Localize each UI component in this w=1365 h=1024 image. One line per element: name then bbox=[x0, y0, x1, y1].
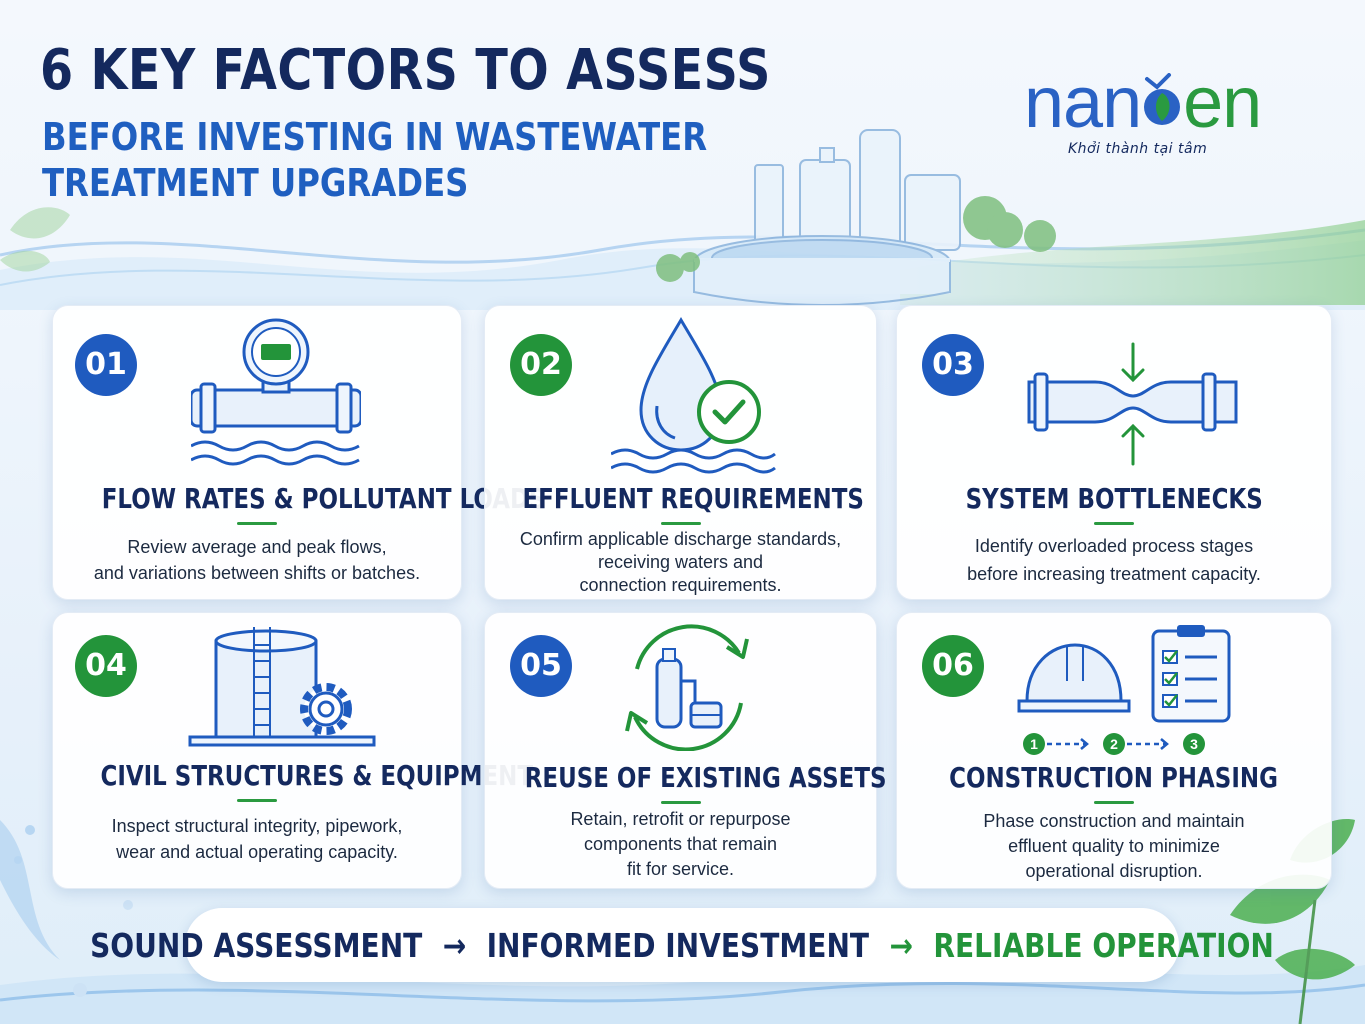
tank-gear-icon bbox=[188, 627, 376, 747]
title-underline bbox=[660, 522, 701, 525]
factor-description: Review average and peak flows,and variat… bbox=[93, 537, 421, 583]
subtitle-line-2: TREATMENT UPGRADES bbox=[42, 161, 469, 205]
logo-tagline: Khởi thành tại tâm bbox=[1068, 141, 1208, 157]
factor-card-civil-structures: 04 CIVIL STRUCTURES & EQUIPMENT Inspect … bbox=[52, 612, 534, 889]
phase-step-3: 3 bbox=[1183, 733, 1205, 755]
phase-step-arrows bbox=[1047, 738, 1169, 750]
title-underline bbox=[237, 522, 277, 525]
factor-number: 04 bbox=[75, 635, 137, 697]
factor-card-bottlenecks: 03 SYSTEM BOTTLENECKS Identify overloade… bbox=[896, 305, 1332, 600]
factor-title: CONSTRUCTION PHASING bbox=[949, 761, 1279, 794]
title-underline bbox=[1094, 522, 1134, 525]
page-title: 6 KEY FACTORS TO ASSESS bbox=[40, 38, 771, 103]
subtitle-line-1: BEFORE INVESTING IN WASTEWATER bbox=[42, 115, 708, 159]
page-subtitle: BEFORE INVESTING IN WASTEWATER TREATMENT… bbox=[42, 114, 707, 206]
phase-step-2: 2 bbox=[1103, 733, 1125, 755]
factor-title: FLOW RATES & POLLUTANT LOADS bbox=[101, 482, 546, 515]
factor-number: 02 bbox=[510, 334, 572, 396]
factor-title: SYSTEM BOTTLENECKS bbox=[965, 482, 1263, 515]
arrow-right-icon: → bbox=[442, 925, 467, 965]
banner-step-operation: RELIABLE OPERATION bbox=[933, 925, 1274, 965]
factor-description: Inspect structural integrity, pipework,w… bbox=[111, 816, 403, 862]
factor-number: 06 bbox=[922, 635, 984, 697]
title-underline bbox=[660, 801, 701, 804]
banner-step-investment: INFORMED INVESTMENT bbox=[486, 925, 870, 965]
title-underline bbox=[237, 799, 277, 802]
logo-wordmark: nan en bbox=[1024, 63, 1262, 143]
phase-step-1: 1 bbox=[1023, 733, 1045, 755]
factor-number: 03 bbox=[922, 334, 984, 396]
hardhat-checklist-icon bbox=[1017, 625, 1231, 723]
logo-word-part2: en bbox=[1183, 63, 1262, 143]
factor-number: 05 bbox=[510, 635, 572, 697]
factor-card-flow-rates: 01 FLOW RATES & POLLUTANT LOADS Review a… bbox=[52, 305, 546, 600]
trees-decoration bbox=[656, 196, 1056, 282]
factor-number: 01 bbox=[75, 334, 137, 396]
factor-card-construction-phasing: 06 1 2 3 CONSTRUCTION PHASING Phase cons… bbox=[896, 612, 1332, 889]
factor-card-reuse-assets: 05 REUSE OF EXISTING ASSETS Retain, retr… bbox=[484, 612, 887, 889]
pipe-constriction-icon bbox=[1027, 342, 1238, 466]
company-logo: nan en Khởi thành tại tâm bbox=[1024, 55, 1334, 165]
factor-card-effluent: 02 EFFLUENT REQUIREMENTS Confirm applica… bbox=[484, 305, 877, 600]
flow-meter-icon bbox=[191, 318, 361, 466]
factor-title: EFFLUENT REQUIREMENTS bbox=[522, 482, 864, 515]
title-underline bbox=[1094, 801, 1134, 804]
factor-description: Confirm applicable discharge standards,r… bbox=[519, 529, 842, 595]
treatment-plant-illustration bbox=[693, 129, 961, 306]
phase-steps: 1 2 3 bbox=[1023, 731, 1213, 757]
recycle-equipment-icon bbox=[625, 624, 749, 751]
banner-step-assessment: SOUND ASSESSMENT bbox=[90, 925, 423, 965]
water-drop-check-icon bbox=[611, 317, 776, 474]
logo-word-part1: nan bbox=[1024, 63, 1142, 143]
factor-title: REUSE OF EXISTING ASSETS bbox=[524, 761, 887, 794]
arrow-right-icon: → bbox=[889, 925, 913, 965]
logo-droplet-icon bbox=[1144, 73, 1181, 125]
summary-banner: SOUND ASSESSMENT → INFORMED INVESTMENT →… bbox=[90, 908, 1274, 982]
factor-title: CIVIL STRUCTURES & EQUIPMENT bbox=[100, 759, 534, 792]
